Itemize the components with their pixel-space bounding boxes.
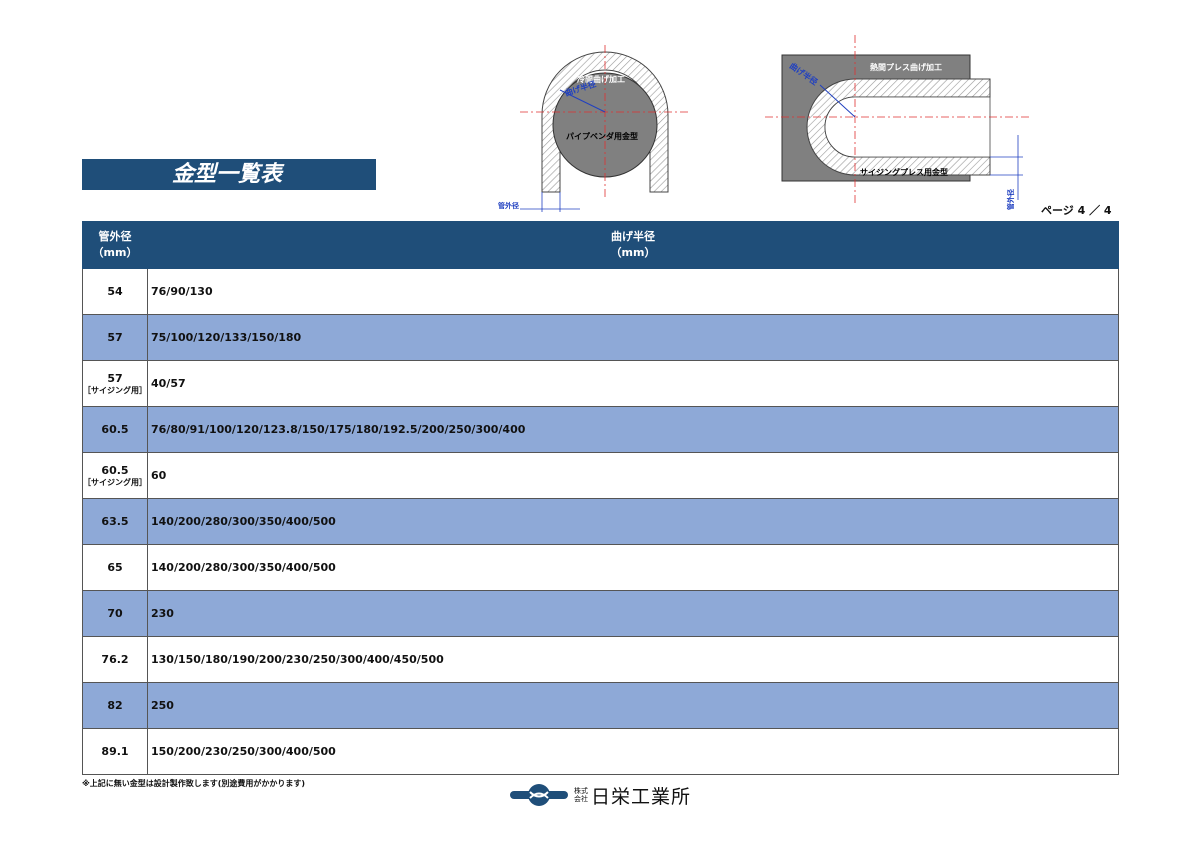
od-value: 54 [107,284,123,298]
od-value: 89.1 [101,744,129,758]
radius-cell: 40/57 [147,360,1119,407]
od-sub-label: ［サイジング用］ [83,385,147,395]
header-radius-text: 曲げ半径 [611,230,655,243]
radius-cell: 230 [147,590,1119,637]
cold-bending-diagram: 冷間曲げ加工 曲げ半径 パイプベンダ用金型 管外径 [498,45,690,212]
od-value: 57 [107,330,123,344]
od-cell: 57 [82,314,148,361]
table-row: 89.1 150/200/230/250/300/400/500 [82,728,1119,775]
table-row: 57［サイジング用］ 40/57 [82,360,1119,407]
od-cell: 65 [82,544,148,591]
od-value: 57 [107,371,123,385]
radius-cell: 130/150/180/190/200/230/250/300/400/450/… [147,636,1119,683]
od-cell: 70 [82,590,148,637]
radius-cell: 75/100/120/133/150/180 [147,314,1119,361]
radius-cell: 250 [147,682,1119,729]
radius-cell: 60 [147,452,1119,499]
od-cell: 57［サイジング用］ [82,360,148,407]
od-value: 65 [107,560,123,574]
od-value: 70 [107,606,123,620]
hot-press-diagram: 曲げ半径 熱間プレス曲げ加工 サイジングプレス用金型 管外径 [765,35,1030,210]
od-cell: 54 [82,268,148,315]
table-header-row: 管外径 （mm） 曲げ半径 （mm） [82,221,1119,269]
header-od-text: 管外径 [98,230,132,243]
table-row: 54 76/90/130 [82,268,1119,315]
company-name: 日栄工業所 [591,785,692,808]
page-title: 金型一覧表 [82,159,376,190]
hot-die-label: サイジングプレス用金型 [860,167,948,177]
radius-cell: 150/200/230/250/300/400/500 [147,728,1119,775]
od-cell: 76.2 [82,636,148,683]
od-value: 76.2 [101,652,129,666]
table-row: 82 250 [82,682,1119,729]
company-type-bottom: 会社 [574,795,588,803]
radius-cell: 76/90/130 [147,268,1119,315]
table-row: 63.5 140/200/280/300/350/400/500 [82,498,1119,545]
table-row: 60.5［サイジング用］ 60 [82,452,1119,499]
company-logo: 株式 会社 日栄工業所 [510,782,691,808]
page-number: ページ 4 ／ 4 [1041,204,1112,217]
cold-process-label: 冷間曲げ加工 [577,74,625,84]
cold-od-label: 管外径 [498,201,519,210]
od-sub-label: ［サイジング用］ [83,477,147,487]
table-row: 70 230 [82,590,1119,637]
hot-od-label: 管外径 [1006,189,1015,210]
od-value: 60.5 [101,463,129,477]
radius-cell: 76/80/91/100/120/123.8/150/175/180/192.5… [147,406,1119,453]
od-value: 60.5 [101,422,129,436]
table-row: 57 75/100/120/133/150/180 [82,314,1119,361]
header-od-unit: （mm） [92,246,138,259]
company-logo-icon [510,784,568,806]
od-cell: 89.1 [82,728,148,775]
od-cell: 60.5 [82,406,148,453]
hot-process-label: 熱間プレス曲げ加工 [870,62,942,72]
footnote: ※上記に無い金型は設計製作致します(別途費用がかかります) [82,779,306,788]
od-cell: 63.5 [82,498,148,545]
header-od: 管外径 （mm） [82,221,148,269]
header-radius: 曲げ半径 （mm） [147,221,1119,269]
company-type-top: 株式 [574,787,588,795]
company-type: 株式 会社 [574,787,588,803]
cold-die-label: パイプベンダ用金型 [566,131,638,141]
die-list-table: 管外径 （mm） 曲げ半径 （mm） 54 76/90/130 57 75/10… [82,221,1119,775]
od-cell: 60.5［サイジング用］ [82,452,148,499]
table-row: 60.5 76/80/91/100/120/123.8/150/175/180/… [82,406,1119,453]
od-value: 63.5 [101,514,129,528]
od-value: 82 [107,698,123,712]
radius-cell: 140/200/280/300/350/400/500 [147,544,1119,591]
table-row: 65 140/200/280/300/350/400/500 [82,544,1119,591]
header-radius-unit: （mm） [610,246,656,259]
radius-cell: 140/200/280/300/350/400/500 [147,498,1119,545]
table-row: 76.2 130/150/180/190/200/230/250/300/400… [82,636,1119,683]
od-cell: 82 [82,682,148,729]
